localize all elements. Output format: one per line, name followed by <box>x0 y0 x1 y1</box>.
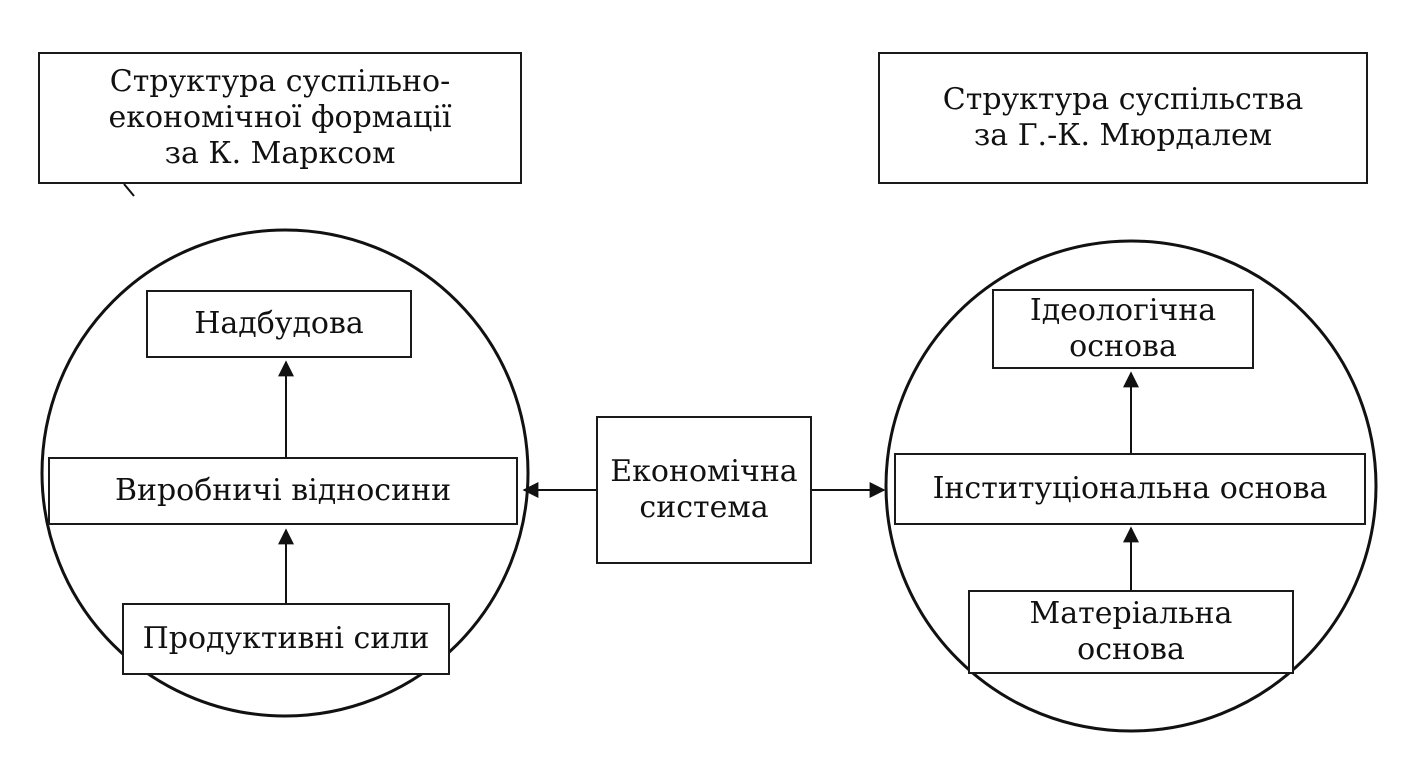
left-title-line-1: Структура суспільно- <box>109 64 451 99</box>
left-circle <box>40 228 530 718</box>
left-middle-box: Виробничі відносини <box>48 457 518 525</box>
right-title-text: Структура суспільства за Г.-К. Мюрдалем <box>943 82 1303 154</box>
left-title-callout-tail <box>123 183 135 197</box>
right-middle-box: Інституціональна основа <box>894 453 1366 525</box>
left-top-box: Надбудова <box>146 290 412 358</box>
right-circle <box>884 239 1378 733</box>
right-title-line-1: Структура суспільства <box>942 82 1304 117</box>
right-title-box: Структура суспільства за Г.-К. Мюрдалем <box>878 52 1368 184</box>
center-line-1: Економічна <box>610 454 798 489</box>
left-bottom-label: Продуктивні сили <box>142 621 430 656</box>
center-text: Економічна система <box>610 454 797 526</box>
left-top-label: Надбудова <box>194 306 364 341</box>
right-bottom-line-1: Матеріальна <box>1029 596 1233 631</box>
left-title-line-2: економічної формації <box>108 100 452 135</box>
right-title-line-2: за Г.-К. Мюрдалем <box>973 118 1273 153</box>
right-bottom-text: Матеріальна основа <box>1030 596 1233 668</box>
right-top-box: Ідеологічна основа <box>992 289 1254 369</box>
right-bottom-line-2: основа <box>1077 632 1185 667</box>
right-bottom-box: Матеріальна основа <box>968 590 1294 674</box>
right-top-line-1: Ідеологічна <box>1029 293 1217 328</box>
left-bottom-box: Продуктивні сили <box>122 603 450 675</box>
right-top-text: Ідеологічна основа <box>1030 293 1216 365</box>
right-top-line-2: основа <box>1069 329 1177 364</box>
center-line-2: система <box>639 490 769 525</box>
left-title-line-3: за К. Марксом <box>164 136 396 171</box>
left-title-text: Структура суспільно- економічної формаці… <box>108 64 451 172</box>
left-title-box: Структура суспільно- економічної формаці… <box>38 52 522 184</box>
right-middle-label: Інституціональна основа <box>932 471 1328 506</box>
center-box: Економічна система <box>596 416 812 564</box>
left-middle-label: Виробничі відносини <box>114 473 452 508</box>
